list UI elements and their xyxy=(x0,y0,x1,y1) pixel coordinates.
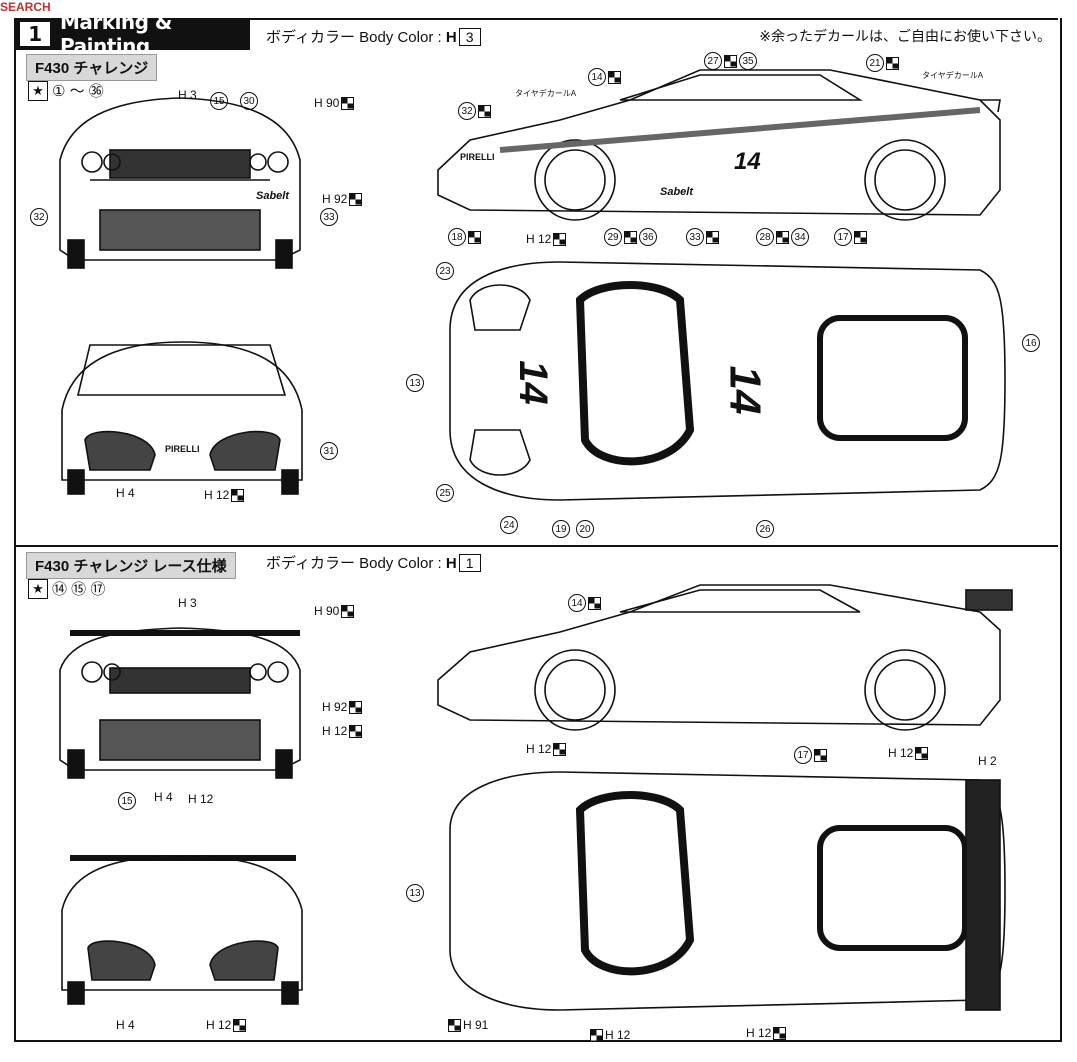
callout-t13: 13 xyxy=(406,884,424,902)
front-view-2 xyxy=(61,855,303,1005)
tire-decal-label: タイヤデカールA xyxy=(922,71,984,80)
callout-s32: 32 xyxy=(458,102,491,120)
header: 1 Marking & Painting xyxy=(14,10,1058,58)
callout-h90: H 90 xyxy=(314,96,355,110)
callout-t26: 26 xyxy=(756,520,774,538)
callout-33: 33 xyxy=(320,208,338,226)
callout-t25: 25 xyxy=(436,484,454,502)
callout-h4a: H 4 xyxy=(154,790,173,804)
callout-th2: H 2 xyxy=(978,754,997,768)
step-number: 1 xyxy=(20,22,50,46)
instruction-frame xyxy=(14,18,1062,1042)
watermark: SEARCH xyxy=(0,0,51,14)
star-icon: ★ xyxy=(28,80,48,101)
decal-range-2: ★ ⑭ ⑮ ⑰ xyxy=(28,578,105,599)
callout-s17: 17 xyxy=(834,228,867,246)
callout-t20: 20 xyxy=(576,520,594,538)
callout-sh12: H 12 xyxy=(526,742,567,756)
side-view-1 xyxy=(437,69,1001,221)
callout-s14: 14 xyxy=(588,68,621,86)
top-view-2 xyxy=(449,771,1006,1011)
tire-decal-label: タイヤデカールA xyxy=(515,89,577,98)
callout-s17: 17 xyxy=(794,746,827,764)
callout-h4: H 4 xyxy=(116,486,135,500)
sabelt-logo: Sabelt xyxy=(660,186,694,198)
top-race-number-2: 14 xyxy=(720,365,770,415)
header-rule xyxy=(250,18,1058,20)
callout-t24: 24 xyxy=(500,516,518,534)
callout-sh12: H 12 xyxy=(526,232,567,246)
sabelt-logo-rear: Sabelt xyxy=(256,190,290,202)
callout-s21: 21 xyxy=(866,54,899,72)
rear-view-2 xyxy=(59,627,301,779)
callout-th12: H 12 xyxy=(888,746,929,760)
callout-h92: H 92 xyxy=(322,192,363,206)
callout-h4b: H 4 xyxy=(116,1018,135,1032)
side-view-2 xyxy=(437,584,1013,731)
callout-t19: 19 xyxy=(552,520,570,538)
callout-th12c: H 12 xyxy=(746,1026,787,1040)
decal-note: ※余ったデカールは、ご自由にお使い下さい。 xyxy=(759,28,1051,44)
race-number: 14 xyxy=(734,148,761,175)
callout-h12b: H 12 xyxy=(188,792,214,806)
rear-view-1 xyxy=(59,97,301,269)
decal-range-1: ★ ① ～ ㊱ xyxy=(28,80,104,101)
callout-th12b: H 12 xyxy=(590,1028,630,1042)
callout-15: 15 xyxy=(118,792,136,810)
callout-31: 31 xyxy=(320,442,338,460)
callout-h12a: H 12 xyxy=(322,724,363,738)
section-divider xyxy=(14,545,1058,547)
callout-s18: 18 xyxy=(448,228,481,246)
callout-s14: 14 xyxy=(568,594,601,612)
callout-t16: 16 xyxy=(1022,334,1040,352)
page-title: 1 Marking & Painting xyxy=(14,10,250,58)
section-label-challenge: F430 チャレンジ xyxy=(26,54,158,81)
section-label-race: F430 チャレンジ レース仕様 xyxy=(26,552,236,579)
callout-h92: H 92 xyxy=(322,700,363,714)
callout-s33: 33 xyxy=(686,228,719,246)
callout-h3: H 3 xyxy=(178,596,197,610)
callout-30: 30 xyxy=(240,92,258,110)
callout-32: 32 xyxy=(30,208,48,226)
callout-h3: H 3 xyxy=(178,88,197,102)
top-view-1 xyxy=(449,261,1006,501)
star-icon: ★ xyxy=(28,578,48,599)
callout-h90: H 90 xyxy=(314,604,355,618)
callout-th91: H 91 xyxy=(448,1018,488,1032)
callout-h12c: H 12 xyxy=(206,1018,247,1032)
callout-h12: H 12 xyxy=(204,488,245,502)
pirelli-logo-front: PIRELLI xyxy=(165,444,200,454)
callout-15: 15 xyxy=(210,92,228,110)
callout-t13: 13 xyxy=(406,374,424,392)
front-view-1 xyxy=(61,341,303,495)
pirelli-logo: PIRELLI xyxy=(460,152,495,162)
callout-t23: 23 xyxy=(436,262,454,280)
top-race-number: 14 xyxy=(510,360,555,405)
